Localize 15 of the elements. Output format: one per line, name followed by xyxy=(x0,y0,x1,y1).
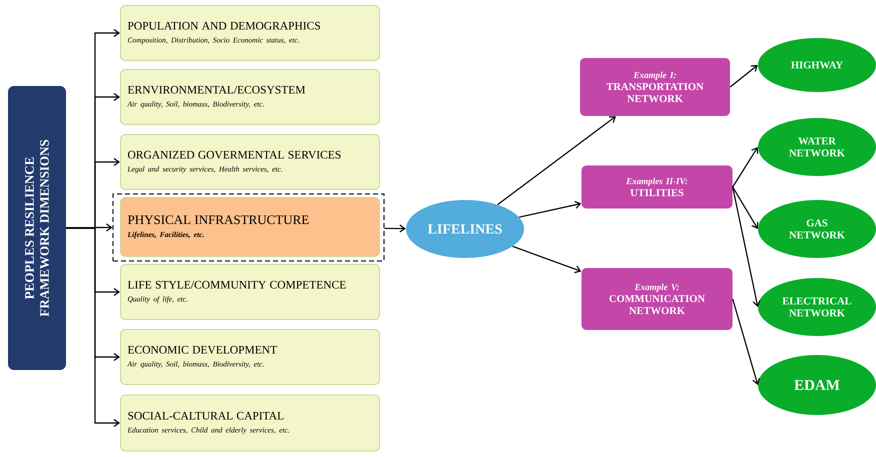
arrow xyxy=(518,200,582,218)
title-box: PEOPLES RESILIENCE FRAMEWORK DIMENSIONS xyxy=(8,86,66,370)
example-box: Examples II-IV: UTILITIES xyxy=(582,166,732,208)
arrow xyxy=(730,65,758,88)
dashed-frame xyxy=(112,194,384,262)
arrow xyxy=(732,147,758,188)
arrow xyxy=(732,298,760,385)
example-box: Example V: COMMUNICATION NETWORK xyxy=(582,268,732,330)
arrow xyxy=(497,116,616,206)
arrow xyxy=(384,224,406,233)
arrow xyxy=(66,227,120,427)
example-box: Example I: TRANSPORTATION NETWORK xyxy=(580,58,730,116)
arrow xyxy=(512,246,582,274)
arrow xyxy=(732,186,761,307)
arrow xyxy=(732,186,758,229)
